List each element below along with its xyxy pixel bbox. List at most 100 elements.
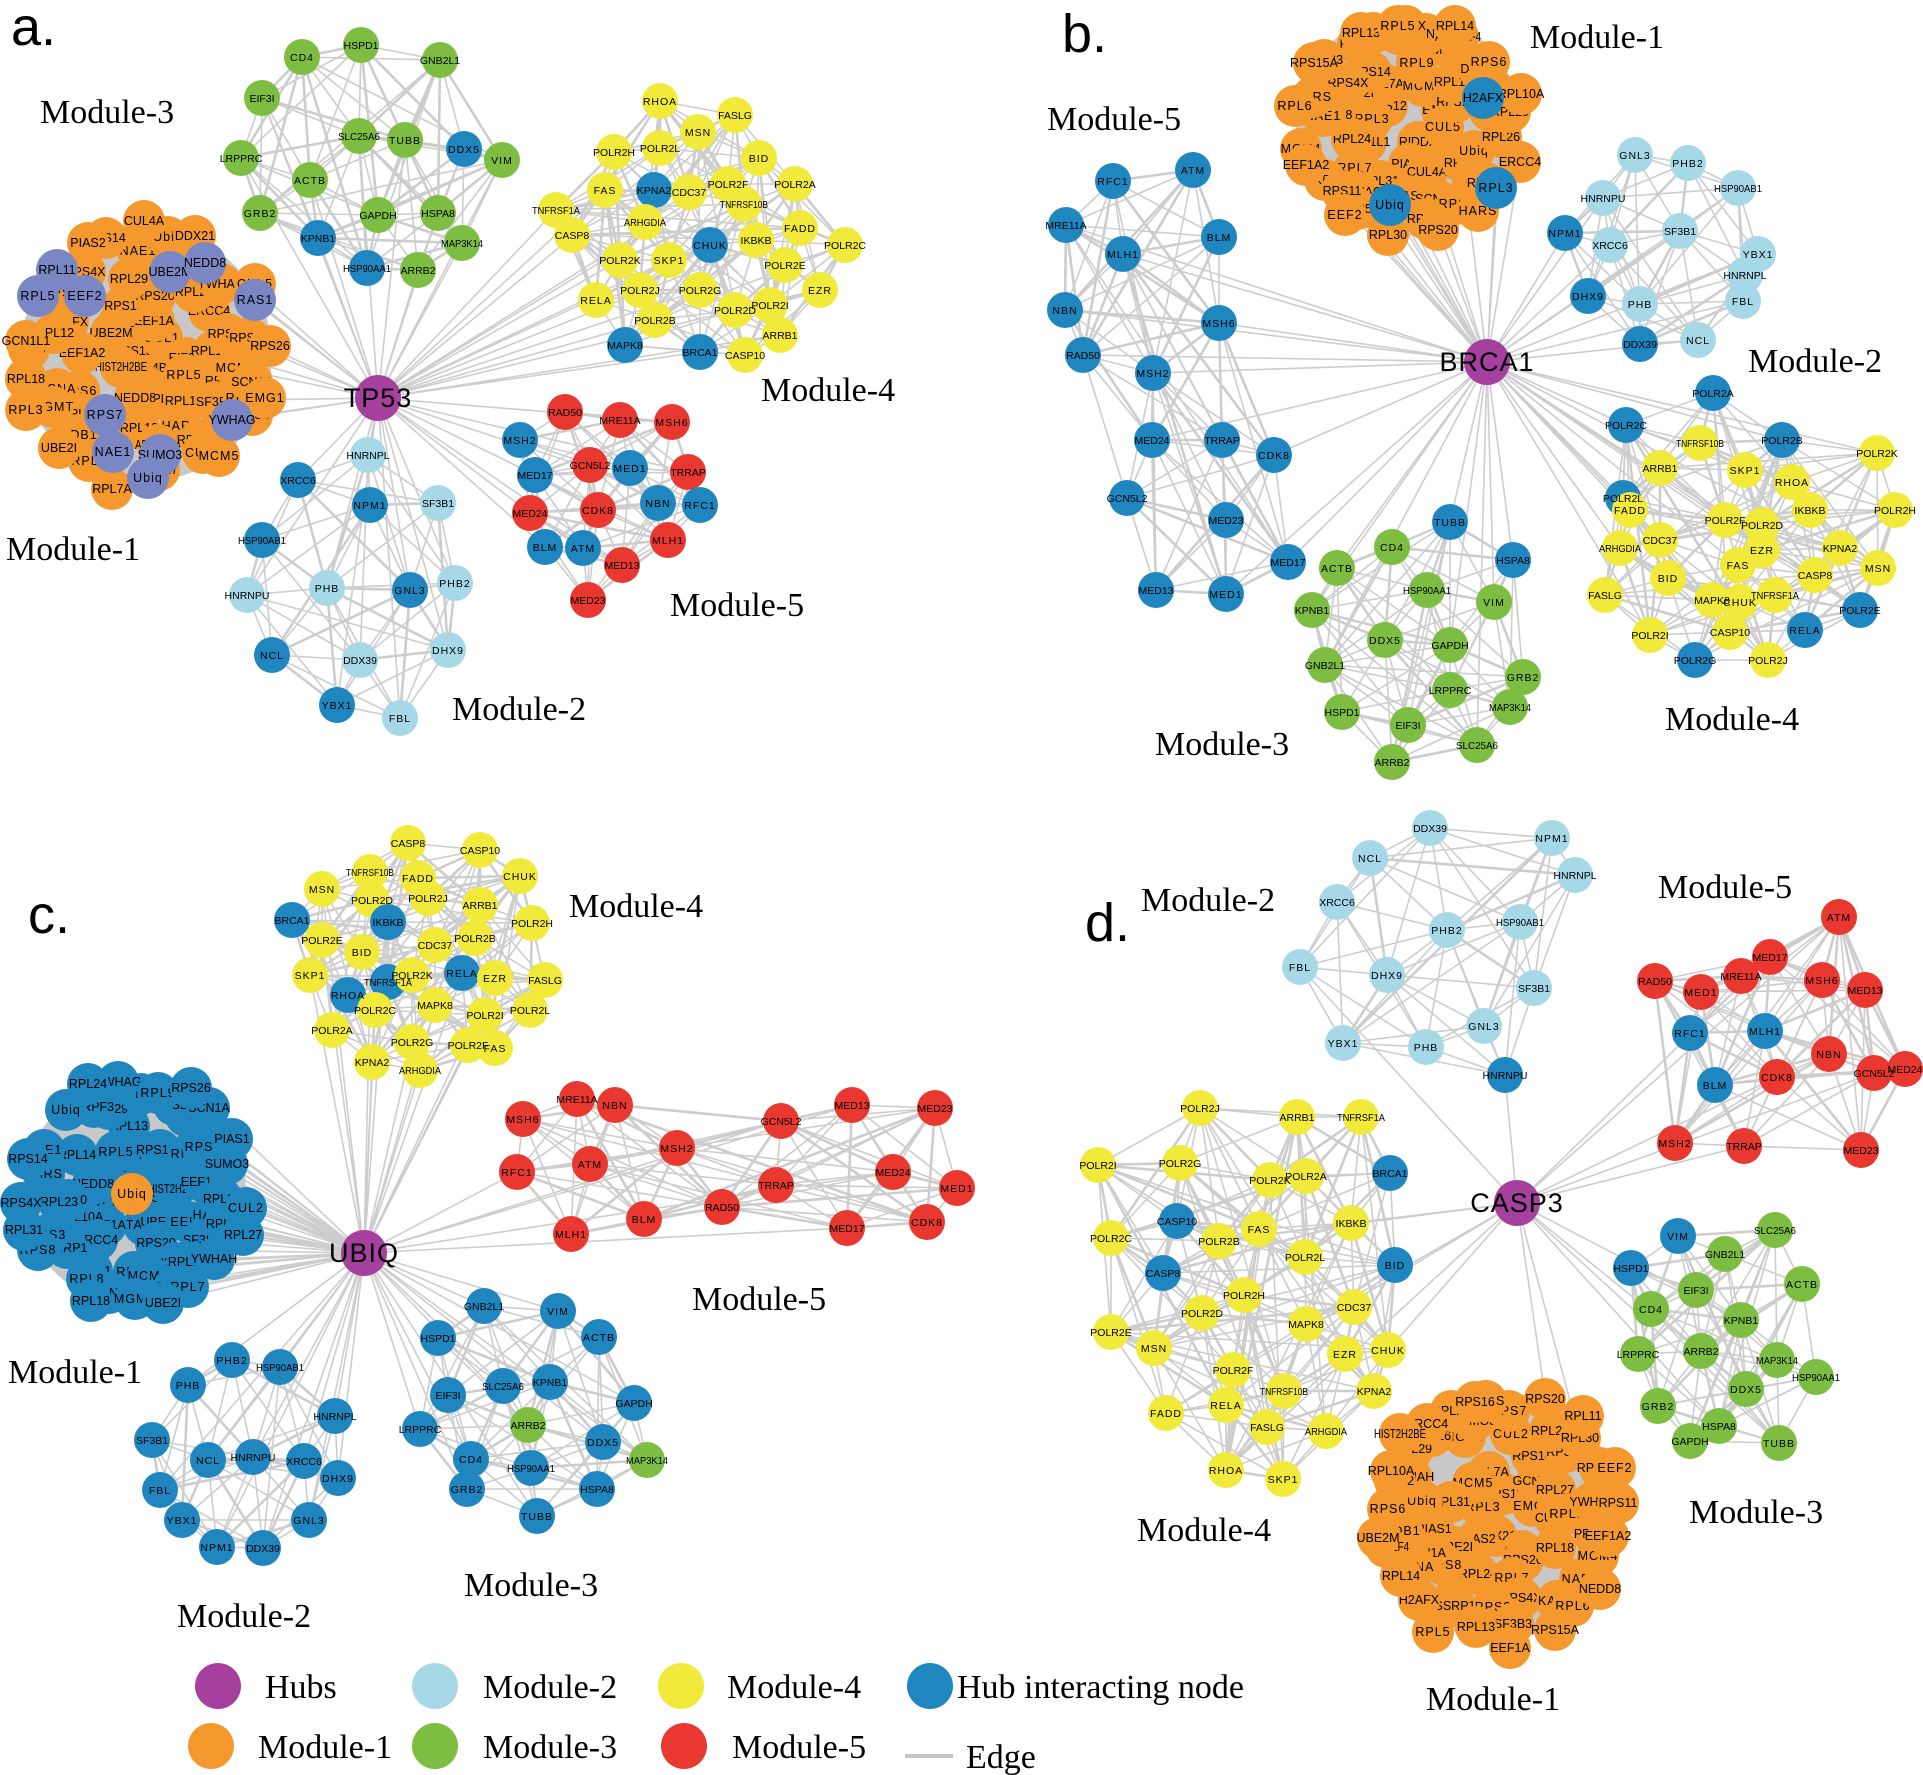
svg-text:XRCC6: XRCC6 <box>1319 897 1355 909</box>
svg-text:SLC25A6: SLC25A6 <box>1754 1225 1796 1237</box>
svg-text:FBL: FBL <box>389 713 411 725</box>
svg-text:MAP3K14: MAP3K14 <box>1756 1355 1798 1367</box>
svg-text:LRPPRC: LRPPRC <box>1617 1349 1660 1361</box>
svg-text:RAS1: RAS1 <box>237 293 274 307</box>
svg-text:POLR2E: POLR2E <box>301 935 342 947</box>
svg-text:HNRNPU: HNRNPU <box>1581 193 1626 205</box>
svg-text:Ubiq: Ubiq <box>1459 144 1489 158</box>
svg-text:EEF2: EEF2 <box>1327 208 1362 222</box>
svg-text:RPL24: RPL24 <box>69 1077 107 1091</box>
svg-text:FADD: FADD <box>1150 1408 1182 1420</box>
svg-text:H2AFX: H2AFX <box>1399 1593 1440 1607</box>
svg-text:RAD50: RAD50 <box>1638 976 1672 988</box>
svg-text:MSH6: MSH6 <box>506 1114 539 1126</box>
svg-text:MRE11A: MRE11A <box>1045 220 1086 232</box>
svg-text:RPS20: RPS20 <box>1525 1392 1565 1406</box>
svg-text:RHOA: RHOA <box>331 990 365 1002</box>
svg-text:FBL: FBL <box>1732 296 1754 308</box>
svg-text:SLC25A6: SLC25A6 <box>1456 740 1498 752</box>
svg-text:MED1: MED1 <box>613 463 646 475</box>
svg-text:Module-1: Module-1 <box>8 1354 142 1391</box>
svg-text:Module-3: Module-3 <box>40 94 174 131</box>
svg-text:Module-3: Module-3 <box>464 1567 598 1604</box>
svg-text:RFC1: RFC1 <box>1674 1028 1705 1040</box>
svg-text:SF3B1: SF3B1 <box>422 498 454 510</box>
svg-text:GNB2L1: GNB2L1 <box>464 1301 504 1313</box>
svg-text:PHB2: PHB2 <box>439 578 470 590</box>
svg-text:GCN1L1: GCN1L1 <box>2 334 51 348</box>
svg-text:MSH2: MSH2 <box>1136 368 1169 380</box>
svg-text:XRCC6: XRCC6 <box>286 1456 322 1468</box>
svg-text:RPL14: RPL14 <box>1436 19 1474 33</box>
svg-text:Module-1: Module-1 <box>6 531 140 568</box>
svg-text:NCL: NCL <box>196 1455 220 1467</box>
svg-text:Module-4: Module-4 <box>727 1669 861 1706</box>
svg-text:UBE2M: UBE2M <box>89 326 132 340</box>
svg-text:POLR2E: POLR2E <box>1090 1327 1131 1339</box>
svg-text:RPS7: RPS7 <box>87 408 124 422</box>
svg-text:CHUK: CHUK <box>693 240 727 252</box>
svg-text:FBL: FBL <box>1289 962 1311 974</box>
svg-text:KPNA2: KPNA2 <box>355 1057 390 1069</box>
svg-text:LRPPRC: LRPPRC <box>1429 685 1472 697</box>
svg-text:RPL26: RPL26 <box>1482 130 1520 144</box>
svg-text:ARRB1: ARRB1 <box>1279 1112 1314 1124</box>
svg-text:NBN: NBN <box>1052 305 1077 317</box>
svg-text:GAPDH: GAPDH <box>359 210 396 222</box>
svg-text:RPL18: RPL18 <box>7 372 45 386</box>
svg-text:RPL24: RPL24 <box>1333 132 1371 146</box>
svg-text:Module-5: Module-5 <box>732 1729 866 1766</box>
svg-text:MAPK8: MAPK8 <box>1288 1319 1324 1331</box>
svg-text:YBX1: YBX1 <box>1328 1038 1359 1050</box>
svg-text:HSP90AA1: HSP90AA1 <box>1403 585 1451 597</box>
svg-text:MED1: MED1 <box>1209 589 1242 601</box>
svg-text:HSP90AB1: HSP90AB1 <box>256 1362 304 1374</box>
svg-text:RPL14: RPL14 <box>165 394 203 408</box>
svg-text:MED17: MED17 <box>1270 557 1305 569</box>
svg-text:MED1: MED1 <box>940 1183 973 1195</box>
svg-text:NCL: NCL <box>1358 853 1382 865</box>
svg-text:Module-5: Module-5 <box>1658 869 1792 906</box>
svg-text:VIM: VIM <box>547 1306 569 1318</box>
svg-text:GAPDH: GAPDH <box>1671 1436 1708 1448</box>
svg-text:GRB2: GRB2 <box>1507 672 1540 684</box>
svg-text:HSPD1: HSPD1 <box>420 1333 455 1345</box>
svg-text:POLR2I: POLR2I <box>1631 630 1668 642</box>
svg-text:ATM: ATM <box>571 543 595 555</box>
svg-text:RPL11: RPL11 <box>38 263 75 277</box>
svg-text:Module-3: Module-3 <box>483 1729 617 1766</box>
svg-text:RPL5: RPL5 <box>20 289 55 303</box>
svg-text:RELA: RELA <box>1210 1400 1241 1412</box>
svg-text:POLR2C: POLR2C <box>824 240 866 252</box>
svg-text:c.: c. <box>28 885 70 945</box>
svg-text:NBN: NBN <box>1816 1049 1841 1061</box>
svg-text:MSN: MSN <box>685 127 711 139</box>
svg-text:FADD: FADD <box>784 223 816 235</box>
svg-text:Module-1: Module-1 <box>1426 1681 1560 1718</box>
svg-text:FAS: FAS <box>484 1043 507 1055</box>
svg-text:RHOA: RHOA <box>643 96 677 108</box>
svg-text:EIF3I: EIF3I <box>1683 1285 1708 1297</box>
svg-text:GNL3: GNL3 <box>1468 1021 1499 1033</box>
svg-text:MSH2: MSH2 <box>503 435 536 447</box>
svg-text:MLH1: MLH1 <box>555 1229 587 1241</box>
svg-text:Ubiq: Ubiq <box>1375 198 1405 212</box>
svg-text:CUL4A: CUL4A <box>124 214 165 228</box>
svg-text:RPL5: RPL5 <box>1380 19 1415 33</box>
svg-text:CD4: CD4 <box>459 1454 483 1466</box>
svg-text:MRE11A: MRE11A <box>599 415 640 427</box>
svg-text:POLR2L: POLR2L <box>1285 1252 1325 1264</box>
svg-text:DHX9: DHX9 <box>432 645 464 657</box>
svg-text:ARRB1: ARRB1 <box>462 900 497 912</box>
svg-text:RPL9: RPL9 <box>1399 56 1434 70</box>
svg-text:YBX1: YBX1 <box>1743 249 1774 261</box>
svg-text:POLR2G: POLR2G <box>679 285 722 297</box>
svg-text:NPM1: NPM1 <box>353 500 386 512</box>
svg-text:YWHAG: YWHAG <box>208 413 255 427</box>
svg-text:EEF1A2: EEF1A2 <box>1283 158 1330 172</box>
svg-text:Module-5: Module-5 <box>670 587 804 624</box>
svg-text:SLC25A6: SLC25A6 <box>338 131 380 143</box>
svg-text:POLR2K: POLR2K <box>1856 448 1897 460</box>
svg-text:VIM: VIM <box>1483 597 1505 609</box>
svg-text:FASLG: FASLG <box>1588 590 1622 602</box>
